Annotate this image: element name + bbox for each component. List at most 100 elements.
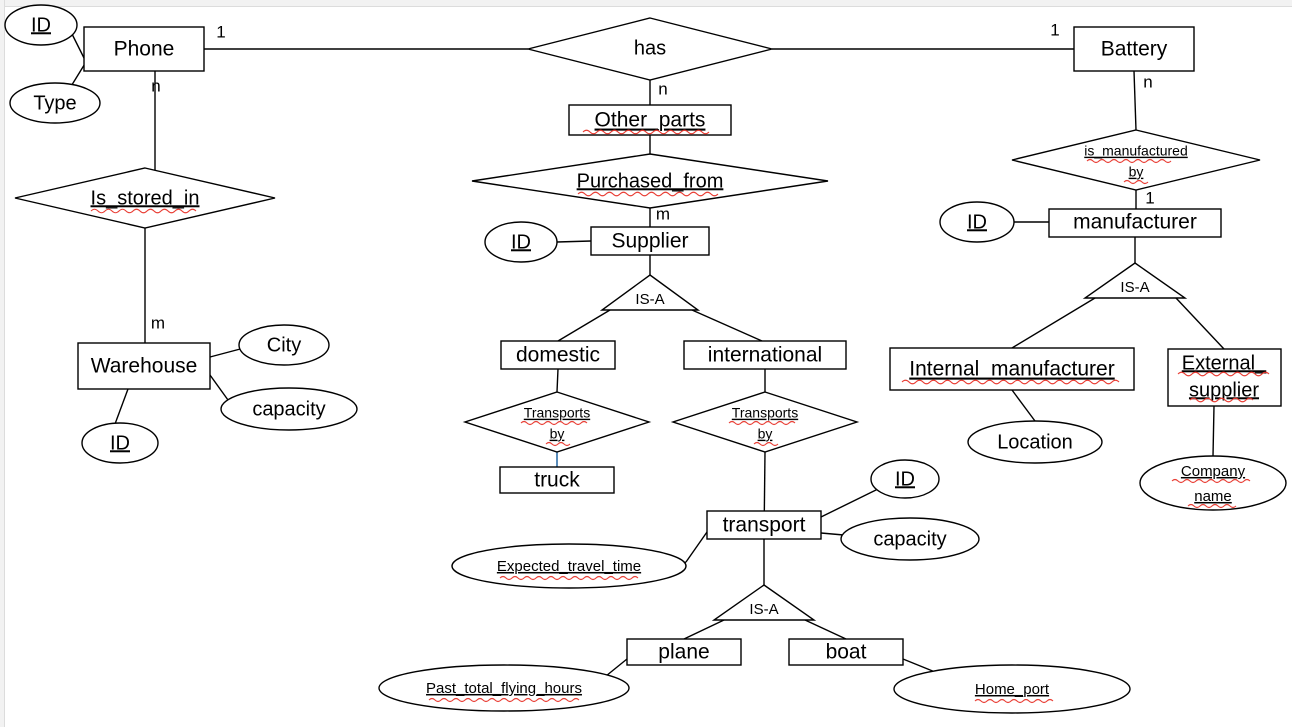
edge-isa-domestic — [557, 309, 611, 342]
attribute-external-company-name[interactable]: Company name — [1139, 455, 1287, 511]
attributes-layer: ID Type ID City capacity ID — [4, 4, 1287, 714]
attribute-phone-type[interactable]: Type — [9, 82, 101, 124]
spellcheck-squiggle-icon — [1123, 179, 1149, 185]
spellcheck-squiggle-icon — [90, 208, 197, 214]
edge-isa-international — [691, 309, 763, 342]
entity-truck[interactable]: truck — [499, 466, 615, 494]
spellcheck-squiggle-icon — [1177, 371, 1270, 377]
relationship-transports-by-international[interactable]: Transports by — [670, 391, 860, 453]
attribute-phone-id-label: ID — [31, 14, 51, 36]
isa-triangle-manufacturer[interactable]: IS-A — [1082, 262, 1188, 299]
edge-warehouse-id — [114, 388, 129, 425]
spellcheck-squiggle-icon — [545, 441, 571, 447]
relationship-is-manufactured-by[interactable]: is_manufactured by — [1011, 129, 1261, 191]
left-border-band — [0, 0, 5, 727]
relationship-is-manufactured-by-label-line1: is_manufactured — [1084, 143, 1188, 159]
edge-plane-flyinghours — [605, 658, 628, 677]
entity-battery-label: Battery — [1101, 38, 1168, 61]
attribute-expected-travel-time[interactable]: Expected_travel_time — [451, 543, 687, 589]
relationship-transports-by-international-line1: Transports — [732, 405, 798, 421]
edge-domestic-transports — [556, 368, 559, 393]
attribute-transport-capacity[interactable]: capacity — [840, 517, 980, 561]
spellcheck-squiggle-icon — [1189, 397, 1254, 403]
attribute-phone-type-label: Type — [33, 92, 76, 114]
spellcheck-squiggle-icon — [577, 191, 719, 197]
entity-boat[interactable]: boat — [788, 638, 904, 666]
isa-triangle-transport[interactable]: IS-A — [711, 584, 817, 621]
relationship-transports-by-domestic[interactable]: Transports by — [462, 391, 652, 453]
entity-supplier[interactable]: Supplier — [590, 226, 710, 256]
isa-layer: IS-A IS-A IS-A — [599, 262, 1188, 621]
cardinality-warehouse-stored: m — [151, 313, 165, 332]
entity-battery[interactable]: Battery — [1073, 26, 1195, 72]
entity-domestic[interactable]: domestic — [500, 340, 616, 370]
top-border-band — [0, 0, 1292, 7]
attribute-manufacturer-id[interactable]: ID — [939, 201, 1015, 243]
cardinality-battery-manufactured: n — [1143, 72, 1152, 91]
attribute-phone-id[interactable]: ID — [4, 4, 78, 46]
isa-triangle-supplier-label: IS-A — [635, 291, 664, 308]
spellcheck-squiggle-icon — [428, 697, 580, 703]
attribute-past-total-flying-hours-label: Past_total_flying_hours — [426, 680, 582, 697]
attribute-warehouse-city[interactable]: City — [238, 324, 330, 366]
attribute-warehouse-city-label: City — [267, 334, 301, 356]
entity-plane[interactable]: plane — [626, 638, 742, 666]
edge-external-companyname — [1212, 405, 1215, 457]
edge-isa-plane — [683, 619, 725, 640]
relationship-is-stored-in[interactable]: Is_stored_in — [14, 167, 276, 229]
entities-layer: Phone Battery Other_parts Supplier Wareh… — [77, 26, 1282, 666]
entity-truck-label: truck — [534, 469, 580, 492]
entity-plane-label: plane — [658, 641, 709, 664]
attribute-transport-id[interactable]: ID — [870, 459, 940, 499]
spellcheck-squiggle-icon — [753, 441, 779, 447]
edge-supplier-id — [556, 240, 592, 243]
spellcheck-squiggle-icon — [901, 379, 1120, 385]
entity-phone-label: Phone — [114, 38, 175, 61]
entity-other-parts[interactable]: Other_parts — [568, 104, 732, 136]
attribute-internal-location[interactable]: Location — [967, 420, 1103, 464]
attribute-warehouse-capacity-label: capacity — [252, 398, 325, 420]
spellcheck-squiggle-icon — [728, 420, 796, 426]
attribute-past-total-flying-hours[interactable]: Past_total_flying_hours — [378, 664, 630, 712]
relationship-transports-by-international-line2: by — [758, 426, 773, 442]
entity-external-supplier-label-line2: supplier — [1189, 379, 1259, 401]
attribute-company-name-line1: Company — [1181, 463, 1246, 480]
entity-international-label: international — [708, 344, 822, 367]
attribute-warehouse-id[interactable]: ID — [81, 422, 159, 464]
cardinality-manufacturer-one: 1 — [1145, 188, 1154, 207]
entity-internal-manufacturer-label: Internal_manufacturer — [909, 358, 1114, 381]
entity-warehouse[interactable]: Warehouse — [77, 342, 211, 390]
attribute-expected-travel-time-label: Expected_travel_time — [497, 558, 641, 575]
edge-isa-external — [1175, 297, 1225, 350]
attribute-supplier-id[interactable]: ID — [484, 221, 558, 263]
attribute-home-port[interactable]: Home_port — [893, 664, 1131, 714]
entity-external-supplier[interactable]: External_ supplier — [1167, 348, 1282, 407]
entity-manufacturer[interactable]: manufacturer — [1048, 208, 1222, 238]
attribute-warehouse-id-label: ID — [110, 432, 130, 454]
edge-isa-boat — [804, 619, 847, 640]
isa-triangle-supplier[interactable]: IS-A — [599, 274, 701, 311]
cardinality-has-otherparts: n — [658, 79, 667, 98]
edge-warehouse-capacity-a — [209, 374, 229, 401]
entity-transport[interactable]: transport — [706, 510, 822, 540]
isa-triangle-transport-label: IS-A — [749, 601, 778, 618]
relationship-purchased-from[interactable]: Purchased_from — [471, 153, 829, 209]
entity-internal-manufacturer[interactable]: Internal_manufacturer — [889, 347, 1135, 391]
attribute-manufacturer-id-label: ID — [967, 211, 987, 233]
cardinality-layer: 1 1 n n m m n 1 — [151, 20, 1155, 332]
relationship-transports-by-domestic-line1: Transports — [524, 405, 590, 421]
cardinality-battery-has: 1 — [1050, 20, 1059, 39]
entity-transport-label: transport — [723, 514, 806, 537]
relationship-has[interactable]: has — [527, 17, 773, 81]
entity-phone[interactable]: Phone — [83, 26, 205, 72]
edge-warehouse-city — [209, 347, 245, 358]
spellcheck-squiggle-icon — [974, 698, 1054, 704]
relationship-is-stored-in-label: Is_stored_in — [91, 187, 200, 209]
cardinality-phone-has: 1 — [216, 22, 225, 41]
attribute-internal-location-label: Location — [997, 431, 1073, 453]
entity-international[interactable]: international — [683, 340, 847, 370]
entity-other-parts-label: Other_parts — [595, 109, 706, 132]
connector-lines — [69, 33, 1225, 677]
attribute-warehouse-capacity[interactable]: capacity — [220, 387, 358, 431]
